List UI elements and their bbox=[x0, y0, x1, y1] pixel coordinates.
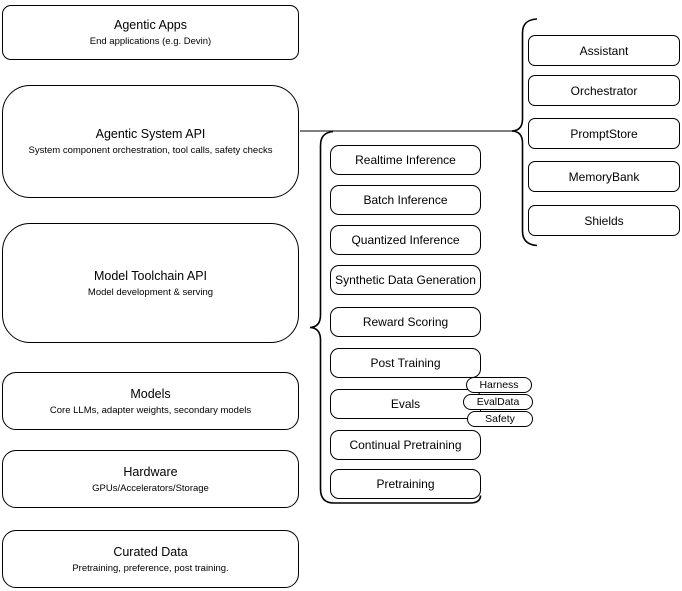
layer-subtitle: Core LLMs, adapter weights, secondary mo… bbox=[49, 404, 252, 416]
layer-subtitle: Pretraining, preference, post training. bbox=[72, 562, 229, 574]
component-box-shields: Shields bbox=[528, 205, 680, 236]
layer-subtitle: Model development & serving bbox=[87, 286, 214, 298]
layer-subtitle: End applications (e.g. Devin) bbox=[89, 36, 212, 47]
component-box-memorybank: MemoryBank bbox=[528, 161, 680, 192]
layer-title: Agentic System API bbox=[95, 127, 206, 141]
pill-evaldata: EvalData bbox=[463, 394, 533, 410]
layer-title: Hardware bbox=[123, 464, 178, 479]
component-box-orchestrator: Orchestrator bbox=[528, 75, 680, 106]
layer-box-agentic-system-api: Agentic System API System component orche… bbox=[2, 85, 299, 198]
layer-title: Models bbox=[130, 386, 171, 401]
layer-title: Agentic Apps bbox=[114, 18, 187, 32]
layer-title: Model Toolchain API bbox=[93, 268, 208, 283]
component-box-post-training: Post Training bbox=[330, 348, 481, 378]
component-box-quantized-inference: Quantized Inference bbox=[330, 225, 481, 255]
component-box-reward-scoring: Reward Scoring bbox=[330, 307, 481, 337]
layer-subtitle: System component orchestration, tool cal… bbox=[28, 145, 273, 156]
pill-safety: Safety bbox=[467, 411, 533, 427]
component-box-realtime-inference: Realtime Inference bbox=[330, 145, 481, 175]
component-box-assistant: Assistant bbox=[528, 35, 680, 66]
component-box-pretraining: Pretraining bbox=[330, 469, 481, 499]
pill-harness: Harness bbox=[466, 377, 532, 393]
layer-subtitle: GPUs/Accelerators/Storage bbox=[92, 482, 209, 494]
middle-bracket bbox=[309, 130, 482, 504]
component-box-continual-pretraining: Continual Pretraining bbox=[330, 430, 481, 460]
layer-box-model-toolchain-api: Model Toolchain API Model development & s… bbox=[2, 223, 299, 343]
layer-title: Curated Data bbox=[113, 544, 188, 559]
right-bracket bbox=[511, 18, 538, 247]
component-box-synthetic-data-generation: Synthetic Data Generation bbox=[330, 265, 481, 295]
component-box-batch-inference: Batch Inference bbox=[330, 185, 481, 215]
component-box-promptstore: PromptStore bbox=[528, 118, 680, 149]
component-box-evals: Evals bbox=[330, 389, 481, 419]
